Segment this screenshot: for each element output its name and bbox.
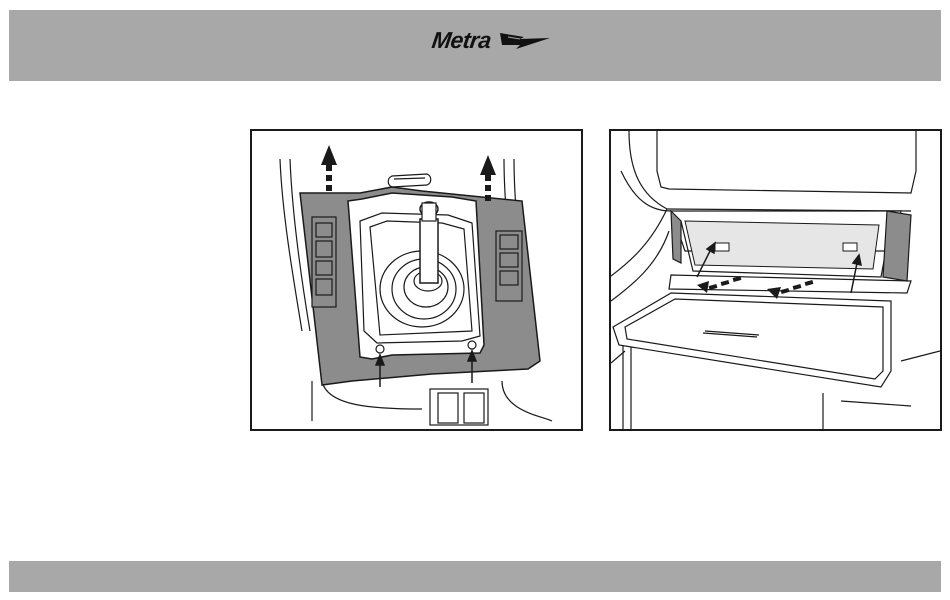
metra-logo: Metra [428,24,553,60]
shifter-console-illustration [252,131,581,429]
figure-storage-pocket [609,129,942,431]
storage-pocket-illustration [611,131,940,429]
figure-shifter-panel [250,129,583,431]
lightning-bolt-icon [428,24,553,60]
footer-band [9,561,941,592]
